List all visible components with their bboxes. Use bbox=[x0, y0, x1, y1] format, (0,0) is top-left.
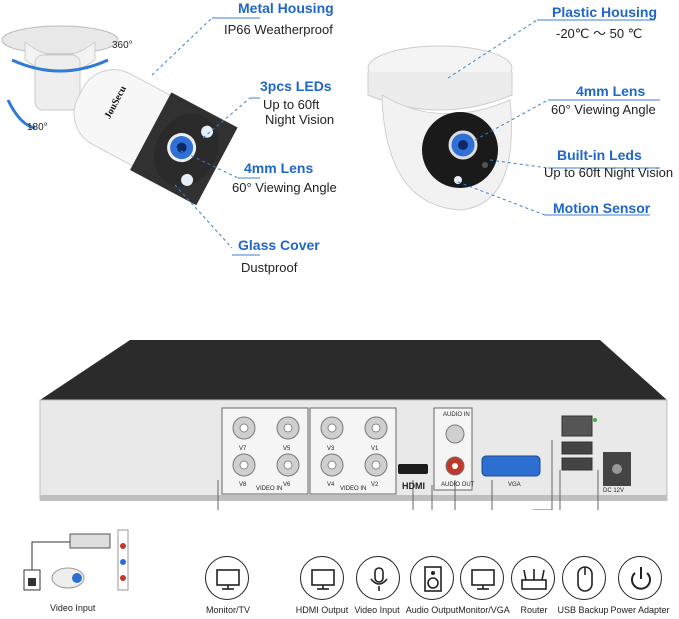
video-input-camera-illustration bbox=[23, 529, 129, 591]
rotation-360-label: 360° bbox=[112, 40, 133, 51]
mouse-icon bbox=[562, 556, 606, 600]
bullet-leds-title: 3pcs LEDs bbox=[260, 78, 332, 94]
vga-label: VGA bbox=[508, 482, 521, 488]
port-label-v8: V8 bbox=[239, 482, 247, 488]
hdmi-label: HDMI bbox=[402, 481, 425, 491]
rotation-180-label: 180° bbox=[27, 122, 48, 133]
speaker-icon bbox=[410, 556, 454, 600]
dc-label: DC 12V bbox=[603, 488, 625, 494]
video-input-left-label: Video Input bbox=[50, 603, 96, 613]
dvr-recorder bbox=[39, 340, 668, 510]
port-label-v7: V7 bbox=[239, 446, 247, 452]
router-label: Router bbox=[520, 605, 548, 615]
video-in-label-right: VIDEO IN bbox=[340, 486, 367, 492]
metal-housing-title: Metal Housing bbox=[238, 0, 334, 16]
port-label-v4: V4 bbox=[327, 482, 335, 488]
bullet-camera-illustration bbox=[1, 17, 260, 256]
glass-cover-desc: Dustproof bbox=[241, 260, 298, 275]
dome-camera-illustration bbox=[367, 19, 660, 216]
plastic-housing-desc: -20℃ ～ 50 ℃ bbox=[556, 26, 643, 41]
router-icon bbox=[511, 556, 555, 600]
monitor-vga-label: Monitor/VGA bbox=[458, 605, 510, 615]
audio-output-label: Audio Output bbox=[405, 605, 459, 615]
monitor-icon bbox=[205, 556, 249, 600]
dome-lens-desc: 60° Viewing Angle bbox=[551, 102, 656, 117]
bullet-leds-desc1: Up to 60ft bbox=[263, 97, 320, 112]
bullet-lens-desc: 60° Viewing Angle bbox=[232, 180, 337, 195]
audio-out-label: AUDIO OUT bbox=[441, 482, 475, 488]
video-input-label: Video Input bbox=[354, 605, 400, 615]
usb-backup-label: USB Backup bbox=[557, 605, 609, 615]
dome-leds-desc: Up to 60ft Night Vision bbox=[544, 165, 674, 180]
port-label-v1: V1 bbox=[371, 446, 379, 452]
hdmi-output-label: HDMI Output bbox=[295, 605, 349, 615]
port-label-v3: V3 bbox=[327, 446, 335, 452]
bullet-lens-title: 4mm Lens bbox=[244, 160, 314, 176]
video-in-label-left: VIDEO IN bbox=[256, 486, 283, 492]
bullet-leds-desc2: Night Vision bbox=[265, 112, 335, 127]
metal-housing-desc: IP66 Weatherproof bbox=[224, 22, 333, 37]
power-adapter-label: Power Adapter bbox=[610, 605, 670, 615]
power-icon bbox=[618, 556, 662, 600]
plastic-housing-title: Plastic Housing bbox=[552, 4, 658, 20]
glass-cover-title: Glass Cover bbox=[238, 237, 320, 253]
port-label-v2: V2 bbox=[371, 482, 379, 488]
monitor-tv-label: Monitor/TV bbox=[205, 605, 250, 615]
monitor-icon bbox=[460, 556, 504, 600]
dome-lens-title: 4mm Lens bbox=[576, 83, 646, 99]
microphone-icon bbox=[356, 556, 400, 600]
motion-sensor-title: Motion Sensor bbox=[553, 200, 651, 216]
port-label-v6: V6 bbox=[283, 482, 291, 488]
port-label-v5: V5 bbox=[283, 446, 291, 452]
dome-leds-title: Built-in Leds bbox=[557, 147, 642, 163]
monitor-icon bbox=[300, 556, 344, 600]
audio-in-label: AUDIO IN bbox=[443, 412, 470, 418]
